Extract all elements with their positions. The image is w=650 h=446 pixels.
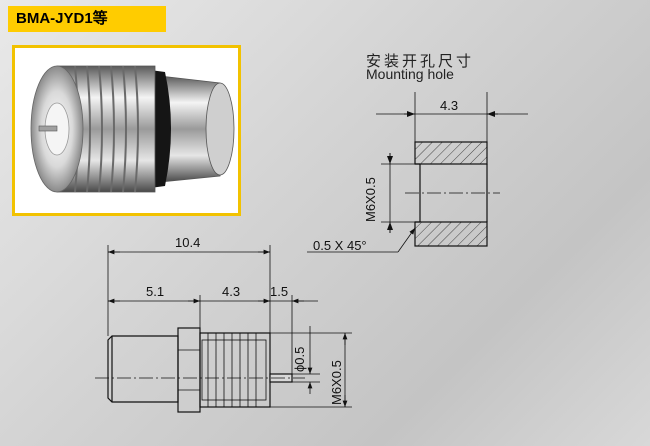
dim-pin-diameter <box>292 326 320 394</box>
mounting-width-label: 4.3 <box>440 98 458 113</box>
dim-overall <box>107 245 271 336</box>
chamfer-label: 0.5 X 45° <box>313 238 367 253</box>
pin-diameter-label: ϕ0.5 <box>292 347 307 372</box>
product-title: BMA-JYD1等 <box>8 6 166 32</box>
mounting-hole-title-en: Mounting hole <box>366 66 454 82</box>
connector-photo <box>30 65 235 193</box>
pin-length-label: 1.5 <box>270 284 288 299</box>
mounting-hole-section <box>307 92 528 253</box>
dim-segments <box>108 295 318 374</box>
mounting-thread-label: M6X0.5 <box>363 177 378 222</box>
mounting-hole-title-cn: 安装开孔尺寸 <box>366 52 475 70</box>
product-photo-frame <box>12 45 241 216</box>
thread-length-label: 4.3 <box>222 284 240 299</box>
connector-side-view <box>107 327 293 413</box>
overall-length-label: 10.4 <box>175 235 200 250</box>
body-length-label: 5.1 <box>146 284 164 299</box>
thread-label: M6X0.5 <box>329 360 344 405</box>
dim-thread <box>270 332 352 408</box>
